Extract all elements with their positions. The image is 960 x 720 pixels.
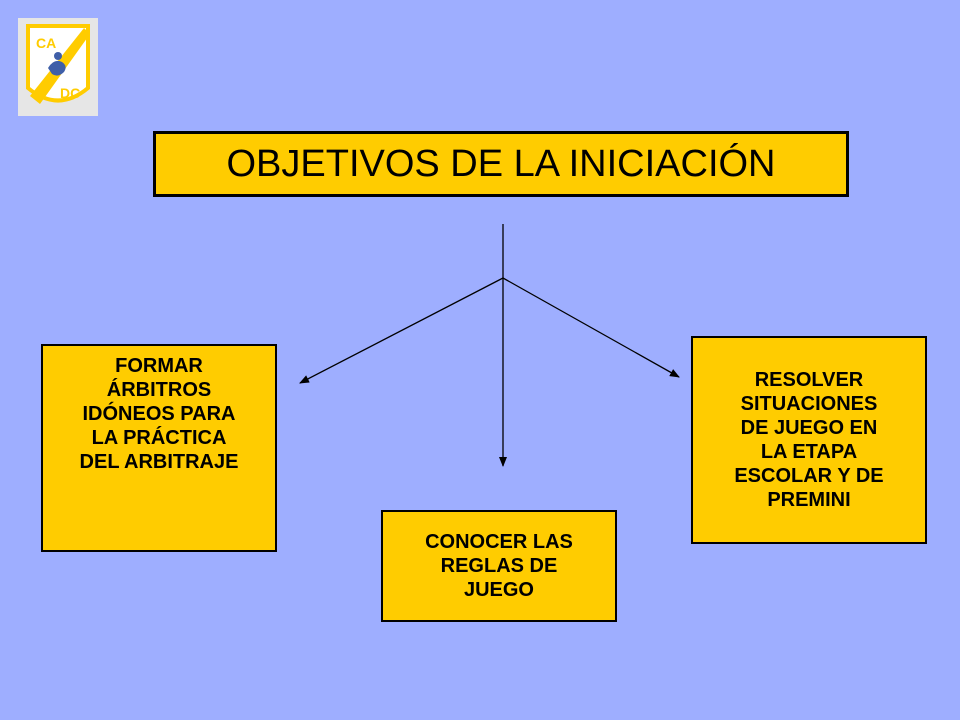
arrow-to-right: [502, 277, 680, 378]
objective-center-text: CONOCER LAS REGLAS DE JUEGO: [425, 531, 573, 601]
logo-emblem: CA DC: [26, 24, 90, 104]
arrow-to-left: [299, 277, 504, 384]
logo-figure: [48, 60, 66, 76]
objective-box-right: RESOLVER SITUACIONES DE JUEGO EN LA ETAP…: [691, 336, 927, 544]
objective-box-center: CONOCER LAS REGLAS DE JUEGO: [381, 510, 617, 622]
title-box: OBJETIVOS DE LA INICIACIÓN: [153, 131, 849, 197]
diagram-title: OBJETIVOS DE LA INICIACIÓN: [226, 142, 776, 185]
logo-text-bottom: DC: [60, 85, 80, 101]
club-logo: CA DC: [18, 18, 98, 116]
logo-text-top: CA: [36, 35, 56, 51]
objective-left-text: FORMAR ÁRBITROS IDÓNEOS PARA LA PRÁCTICA…: [79, 355, 239, 473]
objective-box-left: FORMAR ÁRBITROS IDÓNEOS PARA LA PRÁCTICA…: [41, 344, 277, 552]
logo-figure-head: [54, 52, 62, 60]
objective-right-text: RESOLVER SITUACIONES DE JUEGO EN LA ETAP…: [734, 369, 884, 511]
